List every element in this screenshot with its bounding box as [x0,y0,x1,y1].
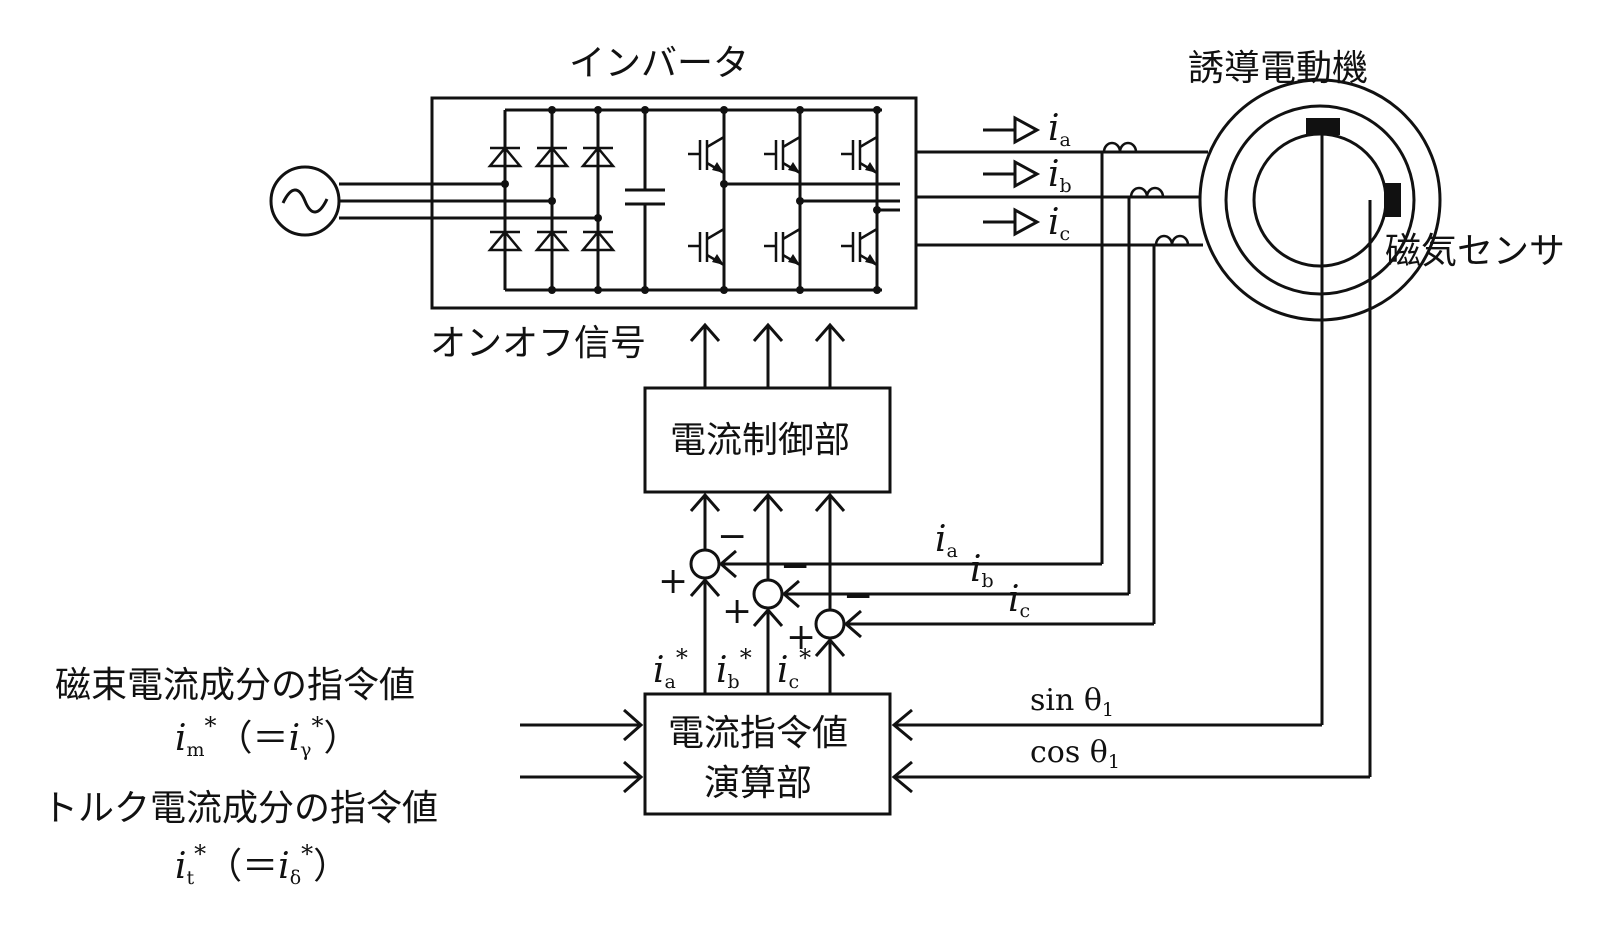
motor-supply-lines: ia ib ic [916,108,1208,624]
plus-sign-c: + [786,617,816,658]
onoff-signal-label: オンオフ信号 [430,323,646,364]
summing-junction-b: + − [722,546,1129,694]
ac-source [269,165,598,237]
label-ic-ref: ic* [777,644,811,693]
error-signal-arrows [689,492,846,610]
diode-icon [487,146,523,168]
magnetic-sensor-label: 磁気センサ [1385,231,1565,272]
label-ib-ref: ib* [716,644,752,693]
label-ib-top: ib [1048,154,1072,197]
current-command-label-line1: 電流指令値 [668,713,848,754]
current-control-block: 電流制御部 [643,386,892,494]
arrow-right-icon [983,207,1041,237]
plus-sign-a: + [658,561,688,602]
arrow-right-icon [983,159,1041,189]
flux-command-label: 磁束電流成分の指令値 [55,665,415,706]
command-inputs [520,708,644,794]
position-signal-inputs: sin θ1 cos θ1 [891,683,1370,794]
cos-theta-label: cos θ1 [1030,735,1120,773]
minus-sign-a: − [717,516,747,557]
hall-sensor-right-icon [1384,183,1401,217]
current-command-label-line2: 演算部 [704,763,812,804]
igbt-icon [841,135,878,175]
current-sensor-b-icon [1129,186,1165,198]
plus-sign-b: + [722,591,752,632]
label-ia-feedback: ia [935,519,958,562]
capacitor-icon [625,106,665,294]
summing-junction-a: + − [658,516,1102,694]
diode-icon [534,146,570,168]
igbt-icon [764,227,801,267]
igbt-leg-b [764,106,804,294]
rectifier-bridge [487,106,616,294]
diode-icon [580,230,616,252]
torque-command-label: トルク電流成分の指令値 [42,788,438,829]
igbt-icon [764,135,801,175]
label-ic-feedback: ic [1008,579,1030,622]
flux-command-symbol: im*（＝iγ*） [175,712,359,761]
igbt-icon [841,227,878,267]
igbt-icon [688,135,725,175]
minus-sign-c: − [843,576,873,617]
current-sensor-a-icon [1102,141,1138,153]
diode-icon [534,230,570,252]
hall-sensor-top-icon [1306,118,1340,135]
arrow-right-icon [983,115,1041,145]
minus-sign-b: − [780,546,810,587]
gate-signal-arrows [689,322,846,388]
label-ic-top: ic [1048,202,1070,245]
inverter-block: インバータ [430,43,918,310]
label-ia-top: ia [1048,108,1071,151]
sin-theta-label: sin θ1 [1030,683,1114,721]
label-ia-ref: ia* [653,644,688,693]
igbt-leg-a [688,106,728,294]
igbt-icon [688,227,725,267]
current-sensor-c-icon [1154,234,1190,246]
diode-icon [580,146,616,168]
label-ib-feedback: ib [970,549,994,592]
induction-motor: 誘導電動機 磁気センサ [1188,48,1565,777]
summing-junction-c: + − [786,576,1154,694]
current-command-block: 電流指令値 演算部 [643,692,892,816]
torque-command-symbol: it*（＝iδ*） [175,840,349,889]
diode-icon [487,230,523,252]
inverter-label: インバータ [569,43,749,84]
current-control-label: 電流制御部 [670,420,850,461]
